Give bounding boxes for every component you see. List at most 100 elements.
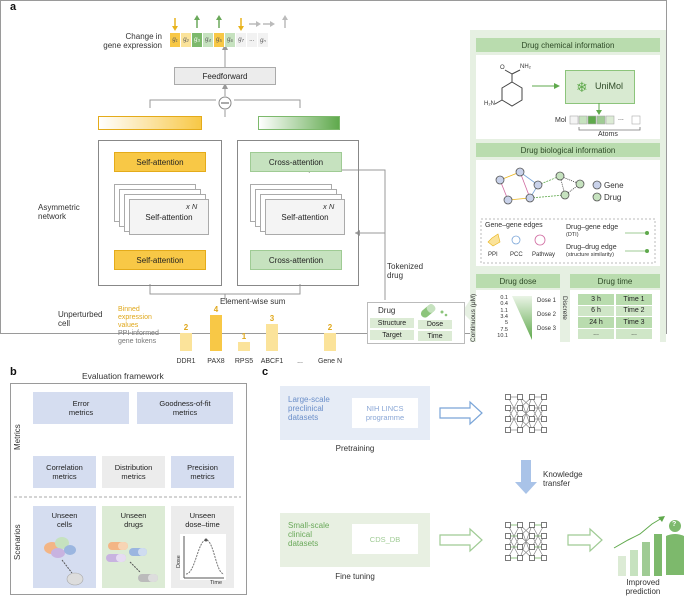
drug-gene-edge-label: Drug–gene edge xyxy=(566,224,619,231)
panel-label-b: b xyxy=(10,366,17,378)
self-attention-output-bar xyxy=(98,116,202,130)
goodness-of-fit-metrics: Goodness-of-fit metrics xyxy=(137,392,233,424)
xn-right: x N xyxy=(323,202,335,211)
panel-label-a: a xyxy=(10,1,17,13)
panel-b-frame xyxy=(10,383,247,595)
change-title: Change in gene expression xyxy=(103,32,162,51)
pathway-label: Pathway xyxy=(532,252,556,258)
time-table-cell: 24 h xyxy=(578,317,614,328)
cross-attention-top: Cross-attention xyxy=(250,152,342,172)
evaluation-title: Evaluation framework xyxy=(82,371,164,381)
gene-token-label: Gene N xyxy=(318,358,342,365)
cross-attention-block xyxy=(237,140,359,286)
gene-cell: g₆ xyxy=(225,33,236,47)
unseen-drugs-label: Unseen drugs xyxy=(120,511,147,529)
cross-attention-bottom: Cross-attention xyxy=(250,250,342,270)
self-attention-stack-right: Self-attention xyxy=(265,199,345,235)
unperturbed-cell-label: Unperturbed cell xyxy=(58,310,103,329)
structure-similarity-label: (structure similarity) xyxy=(566,252,614,258)
aniline-label: H₂N xyxy=(484,101,495,107)
gene-cell: g₁ xyxy=(170,33,181,47)
unimol-label: UniMol xyxy=(595,81,624,91)
panel-label-c: c xyxy=(262,366,269,378)
self-attention-top: Self-attention xyxy=(114,152,206,172)
gene-token-label: PAX8 xyxy=(207,358,224,365)
dose-level-label: Dose 3 xyxy=(537,326,557,332)
bar-value-label: 3 xyxy=(270,314,275,323)
binned-values-label: Binned expression values xyxy=(118,306,152,330)
drug-time-token: Time xyxy=(418,331,452,341)
gene-cell: ... xyxy=(247,33,258,47)
question-mark: ? xyxy=(672,521,677,528)
oxygen-label: O xyxy=(500,65,505,71)
self-attention-stack: Self-attention xyxy=(129,199,209,235)
bar-value-label: 2 xyxy=(328,323,333,332)
small-scale-label: Small-scale clinical datasets xyxy=(288,521,330,549)
gene-token-label: ... xyxy=(297,358,303,365)
dose-value: 1.1 xyxy=(500,307,508,314)
mol-label: Mol xyxy=(555,117,567,124)
atoms-label: Atoms xyxy=(598,131,618,138)
expression-bar xyxy=(266,324,278,351)
embedding-ellipsis: ... xyxy=(618,115,624,122)
precision-metrics: Precision metrics xyxy=(171,456,234,488)
dose-value: 7.5 xyxy=(500,326,508,333)
dose-value: 0.4 xyxy=(500,301,508,308)
unseen-cells-label: Unseen cells xyxy=(51,511,78,529)
feedforward-box: Feedforward xyxy=(174,67,276,85)
xn-left: x N xyxy=(186,202,198,211)
ppi-label: PPI xyxy=(488,252,498,258)
bio-info-header: Drug biological information xyxy=(476,143,660,157)
tokenized-drug-label: Tokenized drug xyxy=(387,262,424,281)
bar-value-label: 1 xyxy=(242,332,247,341)
drug-dose-token: Dose xyxy=(418,320,452,329)
gene-cell: g₇ xyxy=(236,33,247,47)
gene-cell: g₅ xyxy=(214,33,225,47)
gene-cell: g₃ xyxy=(192,33,203,47)
amine-label: NH₂ xyxy=(520,64,531,70)
gene-expression-strip: g₁ g₂ g₃ g₄ g₅ g₆ g₇ ... gₙ xyxy=(170,33,269,47)
bar-value-label: 4 xyxy=(214,305,219,314)
large-scale-label: Large-scale preclinical datasets xyxy=(288,395,330,423)
time-table-cell: ... xyxy=(616,328,652,339)
dose-value: 10.1 xyxy=(497,332,508,339)
time-table-cell: 6 h xyxy=(578,305,614,316)
drug-structure-token: Structure xyxy=(370,318,414,328)
finetune-label: Fine tuning xyxy=(335,572,375,581)
cross-attention-output-bar xyxy=(258,116,340,130)
unseen-dose-time-label: Unseen dose–time xyxy=(185,511,220,529)
pcc-label: PCC xyxy=(510,252,523,258)
self-attention-bottom: Self-attention xyxy=(114,250,206,270)
gene-cell: g₄ xyxy=(203,33,214,47)
expression-bar xyxy=(324,333,336,351)
time-table-cell: Time 2 xyxy=(616,305,652,316)
drug-time-header: Drug time xyxy=(570,274,660,288)
drug-card-title: Drug xyxy=(378,306,396,315)
gene-token-label: ABCF1 xyxy=(261,358,284,365)
expression-bar xyxy=(210,315,222,351)
element-wise-sum-label: Element-wise sum xyxy=(220,297,286,306)
gene-cell: g₂ xyxy=(181,33,192,47)
dose-value: 5 xyxy=(504,320,508,327)
chem-info-header: Drug chemical information xyxy=(476,38,660,52)
dti-label: (DTI) xyxy=(566,232,579,238)
time-table-cell: 3 h xyxy=(578,294,614,305)
expression-bar xyxy=(238,342,250,351)
distribution-metrics: Distribution metrics xyxy=(102,456,165,488)
pretraining-label: Pretraining xyxy=(335,444,375,453)
dose-value: 0.1 xyxy=(500,295,508,301)
gene-token-label: RPS5 xyxy=(235,358,253,365)
self-attention-block xyxy=(98,140,222,286)
correlation-metrics: Correlation metrics xyxy=(33,456,96,488)
unimol-box xyxy=(565,70,635,104)
asymmetric-network-label: Asymmetric network xyxy=(38,203,80,222)
legend-drug: Drug xyxy=(604,193,622,202)
